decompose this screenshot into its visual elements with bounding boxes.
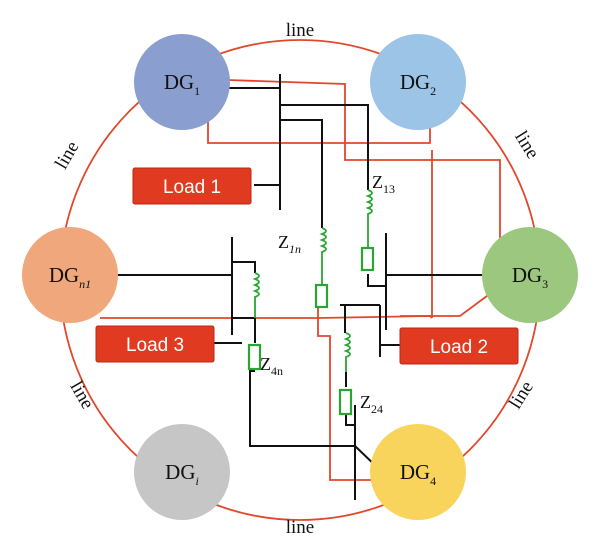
line-label-bottom: line <box>286 517 315 538</box>
impedance-z4n-symbol <box>247 272 262 371</box>
dg3-node: DG3 <box>482 227 578 323</box>
red-interconnections <box>100 79 501 481</box>
impedance-z1n-label: Z1n <box>278 232 301 256</box>
impedance-z1n-symbol <box>314 227 329 309</box>
svg-text:DG4: DG4 <box>400 460 436 488</box>
svg-text:DGi: DGi <box>165 460 199 488</box>
svg-text:DGn1: DGn1 <box>49 263 91 291</box>
impedance-z24-label: Z24 <box>360 392 383 416</box>
load-3: Load 3 <box>95 325 215 363</box>
line-label-upper-right: line <box>510 127 543 162</box>
load-2: Load 2 <box>399 327 519 365</box>
dgn1-node: DGn1 <box>22 227 118 323</box>
line-label-top: line <box>286 20 315 41</box>
dg4-node: DG4 <box>370 424 466 520</box>
svg-text:DG1: DG1 <box>164 70 200 98</box>
impedance-z24-symbol <box>338 332 353 416</box>
impedance-z13-label: Z13 <box>372 172 395 196</box>
impedance-z4n-label: Z4n <box>260 354 283 378</box>
impedance-z13-symbol <box>360 189 375 272</box>
svg-text:Load 3: Load 3 <box>126 335 184 356</box>
line-label-lower-right: line <box>505 377 538 412</box>
svg-text:Load 1: Load 1 <box>163 177 221 198</box>
dgi-node: DGi <box>134 424 230 520</box>
svg-text:DG3: DG3 <box>512 263 548 291</box>
dg1-node: DG1 <box>134 34 230 130</box>
line-label-lower-left: line <box>66 378 98 413</box>
dg2-node: DG2 <box>370 34 466 130</box>
line-label-upper-left: line <box>51 138 83 173</box>
ring-line <box>59 39 541 521</box>
svg-text:DG2: DG2 <box>400 70 436 98</box>
load-1: Load 1 <box>132 167 252 205</box>
svg-text:Load 2: Load 2 <box>430 337 488 358</box>
